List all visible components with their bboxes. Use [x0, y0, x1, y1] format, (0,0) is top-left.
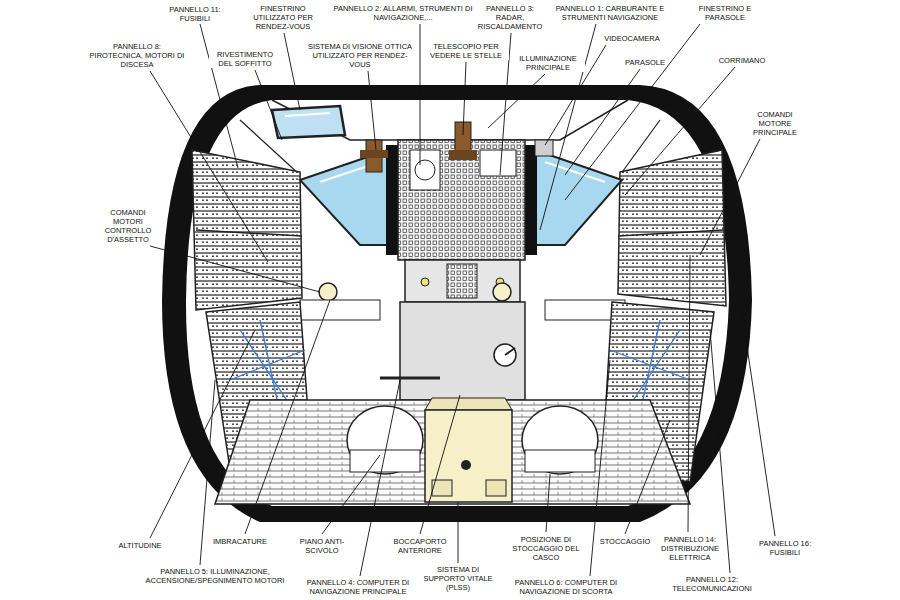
- callout-label: IMBRACATURE: [212, 537, 268, 546]
- callout-label: ALTITUDINE: [117, 541, 162, 550]
- callout-label: PANNELLO 16: FUSIBILI: [753, 539, 817, 557]
- callout-label: STOCCAGGIO: [599, 537, 652, 546]
- callout-label: RIVESTIMENTO DEL SOFFITTO: [209, 50, 281, 68]
- callout-label: PANNELLO 3: RADAR, RISCALDAMENTO: [474, 4, 546, 31]
- callout-label: PANNELLO 12: TELECOMUNICAZIONI: [667, 575, 757, 593]
- callout-label: SISTEMA DI VISIONE OTTICA UTILIZZATO PER…: [304, 42, 416, 69]
- callout-label: PANNELLO 6: COMPUTER DI NAVIGAZIONE DI S…: [505, 578, 627, 596]
- callout-label: POSIZIONE DI STOCCAGGIO DEL CASCO: [507, 535, 585, 562]
- leader-lines: [150, 24, 775, 576]
- callout-label: PARASOLE: [624, 58, 666, 67]
- callout-label: FINESTRINO UTILIZZATO PER RENDEZ-VOUS: [242, 4, 324, 31]
- callout-label: SISTEMA DI SUPPORTO VITALE (PLSS): [419, 565, 497, 592]
- callout-label: BOCCAPORTO ANTERIORE: [387, 537, 453, 555]
- callout-label: PANNELLO 5: ILLUMINAZIONE, ACCENSIONE/SP…: [139, 567, 291, 585]
- callout-label: TELESCOPIO PER VEDERE LE STELLE: [423, 42, 509, 60]
- callout-label: PANNELLO 14: DISTRIBUZIONE ELETTRICA: [654, 535, 726, 562]
- callout-label: VIDEOCAMERA: [603, 34, 660, 43]
- callout-label: CORRIMANO: [718, 56, 767, 65]
- callout-label: PANNELLO 1: CARBURANTE E STRUMENTI NAVIG…: [544, 4, 676, 22]
- callout-label: PANNELLO 8: PIROTECNICA, MOTORI DI DISCE…: [86, 42, 188, 69]
- callout-label: PANNELLO 2: ALLARMI, STRUMENTI DI NAVIGA…: [327, 4, 479, 22]
- callout-label: PIANO ANTI-SCIVOLO: [289, 537, 355, 555]
- callout-label: ILLUMINAZIONE PRINCIPALE: [511, 54, 585, 72]
- callout-label: PANNELLO 11: FUSIBILI: [161, 5, 229, 23]
- callout-label: COMANDI MOTORE PRINCIPALE: [744, 110, 806, 137]
- callout-label: COMANDI MOTORI CONTROLLO D'ASSETTO: [97, 208, 159, 244]
- callout-label: PANNELLO 4: COMPUTER DI NAVIGAZIONE PRIN…: [298, 578, 418, 596]
- callout-label: FINESTRINO E PARASOLE: [689, 4, 761, 22]
